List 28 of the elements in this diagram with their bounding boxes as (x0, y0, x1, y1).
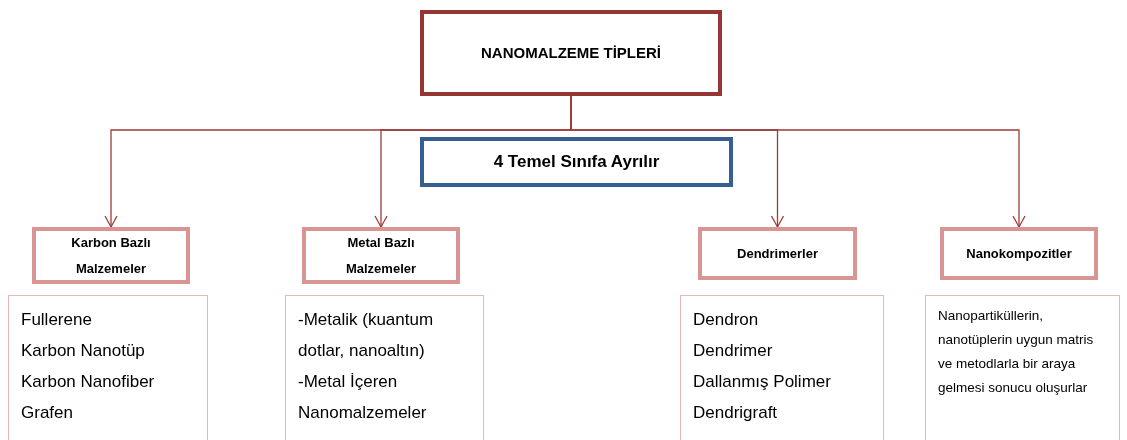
description-text: Nanopartiküllerin, nanotüplerin uygun matris ve metodlarla bir araya gelmesi sonucu oluşurlar (938, 307, 1095, 397)
category-box (32, 227, 190, 284)
list-item: -Metalik (kuantum dotlar, nanoaltın) (298, 309, 435, 362)
list-box (680, 295, 884, 440)
category-box (940, 227, 1098, 280)
list-item: Karbon Nanotüp (21, 340, 145, 362)
list-item: Grafen (21, 402, 73, 424)
arrow (570, 95, 1026, 228)
list-item: Dendrigraft (693, 402, 778, 424)
list-item: Dendron (693, 309, 759, 331)
list-item: Karbon Nanofiber (21, 371, 155, 393)
list-box (285, 295, 484, 440)
category-box (698, 227, 857, 280)
title-box (420, 10, 722, 96)
category-label: Dendrimerler (737, 244, 818, 263)
description-box (925, 295, 1120, 440)
note-box (420, 137, 733, 187)
title-text: NANOMALZEME TİPLERİ (481, 42, 661, 63)
note-text: 4 Temel Sınıfa Ayrılır (493, 151, 660, 174)
list-box (8, 295, 208, 440)
category-label: Karbon Bazlı Malzemeler (70, 233, 152, 278)
category-box (302, 227, 460, 284)
list-item: Dallanmış Polimer (693, 371, 831, 393)
list-item: Fullerene (21, 309, 92, 331)
category-label: Nanokompozitler (966, 244, 1072, 263)
list-item: -Metal İçeren Nanomalzemeler (298, 371, 428, 424)
category-label: Metal Bazlı Malzemeler (344, 233, 418, 278)
list-item: Dendrimer (693, 340, 773, 362)
